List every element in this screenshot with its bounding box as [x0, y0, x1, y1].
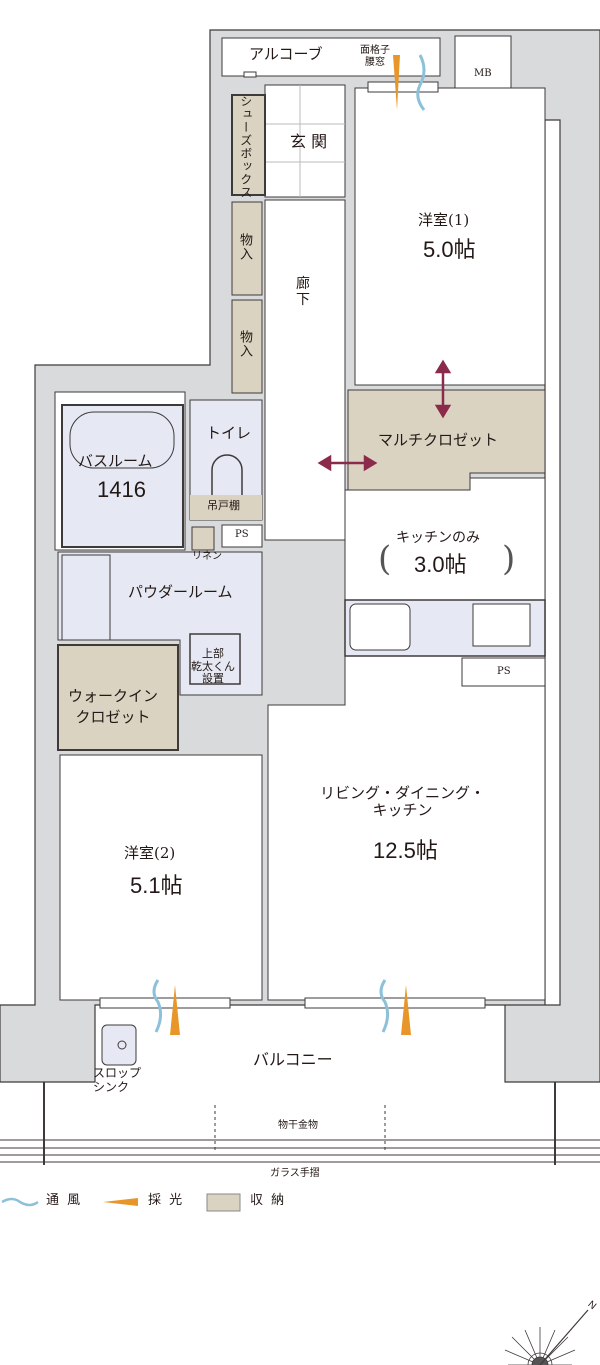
legend-storage: 収 納 [250, 1193, 287, 1208]
western1-name: 洋室(1) [418, 211, 470, 229]
legend-wind-swatch [1, 1197, 39, 1207]
hallway-label: 廊 下 [296, 276, 310, 309]
sink-icon [349, 603, 411, 651]
western1-size: 5.0帖 [423, 237, 476, 262]
slop-sink-icon [101, 1024, 137, 1066]
bath-size: 1416 [97, 477, 146, 502]
alcove-area [221, 37, 441, 77]
ps2-label: PS [497, 666, 511, 677]
bathroom-label: バスルーム [78, 452, 153, 470]
toilet-icon [211, 454, 243, 495]
paren-right: ) [502, 539, 516, 579]
toilet-label: トイレ [206, 424, 252, 442]
multi-closet-label: マルチクロゼット [378, 431, 499, 449]
paren-left: ( [378, 539, 392, 579]
western-room-1 [354, 87, 546, 386]
bathtub-icon [69, 411, 175, 469]
legend-daylight: 採 光 [148, 1193, 185, 1208]
glass-railing-label: ガラス手摺 [270, 1168, 320, 1179]
mb-label: MB [474, 68, 492, 79]
ventilation-icons [152, 54, 426, 1033]
shoe-box-label: シューズボックス [238, 95, 253, 199]
entrance-area [264, 84, 346, 198]
shoe-box-area [231, 94, 266, 196]
kitchen-only-label: キッチンのみ [396, 530, 480, 546]
alcove-label: アルコーブ [249, 45, 323, 63]
stove-icon [472, 603, 531, 647]
balcony-label: バルコニー [253, 1050, 333, 1069]
entrance-label: 玄 関 [290, 132, 328, 151]
western2-name: 洋室(2) [124, 844, 176, 862]
ldk-size: 12.5帖 [373, 838, 438, 863]
bathroom-area [61, 404, 184, 548]
western2-size: 5.1帖 [130, 873, 183, 898]
ldk-name: リビング・ダイニング・ キッチン [320, 784, 486, 820]
legend-ventilation: 通 風 [46, 1193, 83, 1208]
legend-storage-swatch [206, 1193, 241, 1212]
linen-label: リネン [192, 551, 222, 562]
slop-sink-label: スロップ シンク [93, 1066, 142, 1094]
dryer-box [189, 633, 241, 685]
lattice-window-label: 面格子 腰窓 [360, 45, 390, 68]
wic-label: ウォークイン クロゼット [68, 687, 159, 726]
storage1-label: 物入 [236, 233, 252, 261]
daylight-icons [170, 55, 411, 1035]
hallway-area [264, 199, 346, 541]
hanging-shelf-label: 吊戸棚 [207, 499, 240, 512]
kitchen-size: 3.0帖 [414, 552, 467, 577]
legend-light-swatch [103, 1198, 138, 1206]
storage2-label: 物入 [236, 330, 252, 358]
drying-hardware-label: 物干金物 [278, 1120, 318, 1131]
powder-room-label: パウダールーム [128, 583, 233, 601]
western-room-2 [59, 754, 263, 1001]
ps1-label: PS [235, 529, 249, 540]
compass-icon [504, 1309, 589, 1365]
wic-area [57, 644, 179, 751]
dryer-label: 上部 乾太くん 設置 [191, 647, 235, 686]
